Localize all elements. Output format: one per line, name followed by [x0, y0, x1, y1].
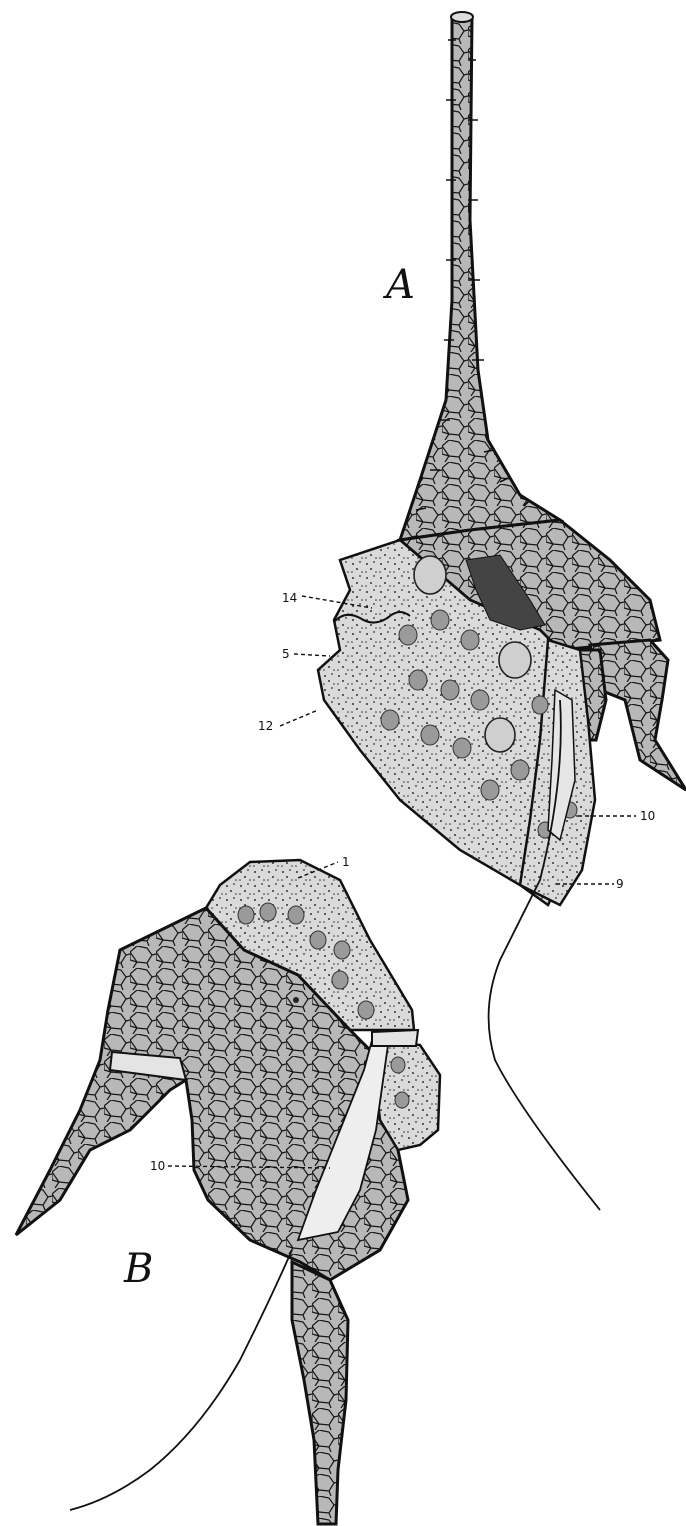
- antapical-horn-a1: [590, 640, 686, 790]
- svg-text:14: 14: [282, 591, 297, 605]
- flagellum-b: [70, 1250, 292, 1510]
- svg-text:10: 10: [640, 809, 655, 823]
- callout-a-5: 5: [282, 647, 330, 661]
- apical-horn-a: [400, 16, 560, 540]
- svg-text:9: 9: [616, 877, 624, 891]
- svg-text:5: 5: [282, 647, 290, 661]
- figure-letter-a: A: [382, 262, 415, 308]
- callout-a-12: 12: [258, 710, 318, 733]
- svg-text:12: 12: [258, 719, 273, 733]
- antapical-horn-b: [292, 1262, 348, 1524]
- figure-letter-b: B: [123, 1246, 153, 1292]
- svg-text:1: 1: [342, 855, 350, 869]
- cingulum-b-right: [372, 1030, 418, 1046]
- horn-tip-a: [451, 12, 473, 22]
- cell-b: [16, 860, 440, 1524]
- svg-text:10: 10: [150, 1159, 165, 1173]
